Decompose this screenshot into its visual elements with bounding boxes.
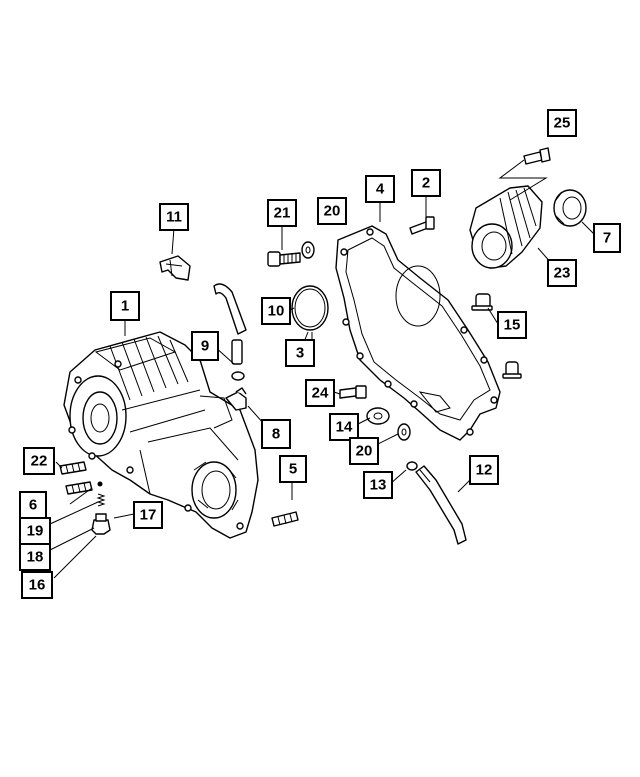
callout-label: 7 (603, 230, 611, 247)
callout-label: 12 (476, 462, 493, 479)
callout-label: 2 (422, 175, 430, 192)
callout-label: 4 (376, 181, 385, 198)
callout-8[interactable]: 8 (261, 419, 291, 449)
callout-label: 1 (121, 298, 129, 315)
bolt-21[interactable] (267, 251, 301, 267)
callout-label: 10 (268, 303, 285, 320)
callout-label: 23 (554, 265, 571, 282)
front-case-housing[interactable] (63, 331, 259, 539)
bolt-25[interactable] (498, 147, 551, 201)
vent-tube[interactable] (213, 283, 247, 381)
callout-label: 8 (272, 426, 280, 443)
callout-24[interactable]: 24 (305, 379, 335, 407)
callout-label: 20 (324, 203, 341, 220)
bolt-2[interactable] (409, 216, 435, 235)
callout-3[interactable]: 3 (285, 339, 315, 367)
callout-21[interactable]: 21 (267, 199, 297, 227)
callout-7[interactable]: 7 (593, 223, 621, 253)
callout-label: 21 (274, 205, 291, 222)
callout-label: 22 (31, 453, 48, 470)
callout-13[interactable]: 13 (363, 471, 393, 499)
tube-12[interactable] (415, 465, 467, 545)
callout-23[interactable]: 23 (547, 259, 577, 287)
callout-label: 9 (201, 338, 209, 355)
plug-15[interactable] (471, 293, 493, 311)
callout-label: 15 (504, 317, 521, 334)
stud-5[interactable] (271, 511, 299, 527)
callout-18[interactable]: 18 (19, 543, 51, 571)
o-ring-13[interactable] (406, 461, 418, 471)
callout-17[interactable]: 17 (133, 501, 163, 529)
callout-label: 24 (312, 385, 329, 402)
callout-label: 5 (289, 461, 297, 478)
stud-22b[interactable] (65, 481, 93, 495)
clip[interactable] (159, 255, 191, 281)
callout-label: 17 (140, 507, 157, 524)
callout-label: 19 (27, 523, 44, 540)
spring-19[interactable] (96, 493, 106, 507)
callout-label: 16 (29, 577, 46, 594)
callout-4[interactable]: 4 (365, 175, 395, 203)
callout-label: 6 (29, 497, 37, 514)
vent-fitting[interactable] (225, 387, 247, 411)
washer-14[interactable] (366, 407, 390, 425)
callout-label: 18 (27, 549, 44, 566)
callout-14[interactable]: 14 (329, 413, 359, 441)
callout-5[interactable]: 5 (279, 455, 307, 483)
ball-6[interactable] (97, 481, 103, 487)
callout-2[interactable]: 2 (411, 169, 441, 197)
seal[interactable] (553, 189, 587, 227)
callout-22[interactable]: 22 (23, 447, 55, 475)
rear-case-cover[interactable] (335, 225, 501, 441)
callout-10[interactable]: 10 (261, 297, 291, 325)
washer-20-top[interactable] (301, 241, 315, 259)
washer-20-lower[interactable] (397, 423, 411, 441)
callout-16[interactable]: 16 (21, 571, 53, 599)
plug-18[interactable] (91, 513, 111, 535)
callout-9[interactable]: 9 (191, 331, 219, 361)
callout-19[interactable]: 19 (19, 517, 51, 545)
callout-15[interactable]: 15 (497, 311, 527, 339)
callout-label: 3 (296, 345, 304, 362)
callout-12[interactable]: 12 (469, 455, 499, 485)
callout-20-lower[interactable]: 20 (349, 437, 379, 465)
callout-label: 25 (554, 115, 571, 132)
callout-11[interactable]: 11 (159, 203, 189, 231)
callout-label: 11 (166, 209, 182, 226)
plug-15b[interactable] (502, 361, 522, 379)
callout-label: 14 (336, 419, 353, 436)
callout-20-top[interactable]: 20 (317, 197, 347, 225)
callout-label: 20 (356, 443, 373, 460)
callout-1[interactable]: 1 (110, 291, 140, 321)
callout-25[interactable]: 25 (547, 109, 577, 137)
o-ring[interactable] (291, 285, 329, 331)
bolt-24[interactable] (339, 385, 367, 399)
callout-label: 13 (370, 477, 387, 494)
stud-22[interactable] (59, 461, 87, 475)
callout-6[interactable]: 6 (19, 491, 47, 519)
extension-housing[interactable] (469, 185, 543, 269)
